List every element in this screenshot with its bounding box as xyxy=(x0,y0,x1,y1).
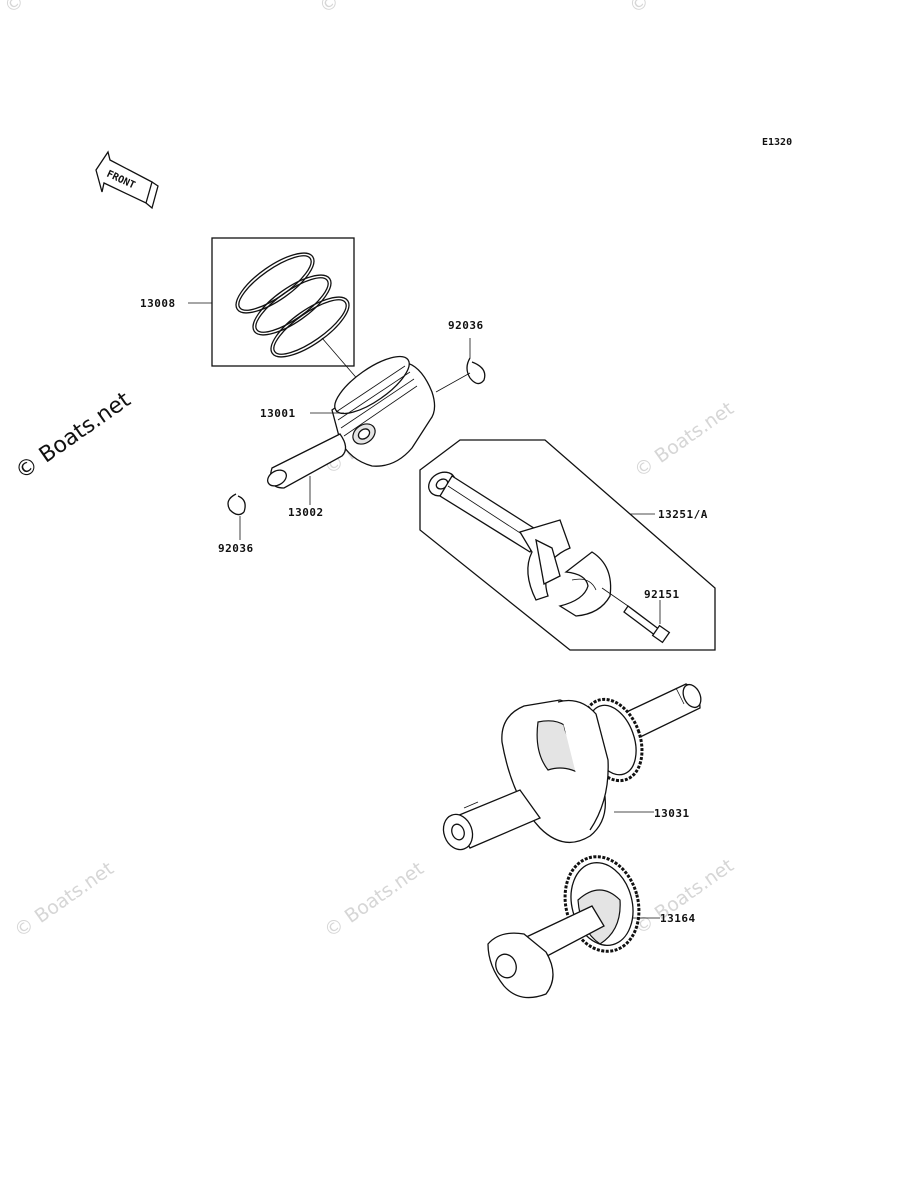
snap-ring-lower xyxy=(227,493,246,540)
part-label-13031: 13031 xyxy=(654,807,690,820)
watermark-top-2: © Boats.net xyxy=(315,0,423,18)
diagram-code: E1320 xyxy=(762,137,792,148)
part-label-13008: 13008 xyxy=(140,297,176,310)
piston-pin xyxy=(267,433,347,505)
part-label-92036-lower: 92036 xyxy=(218,542,254,555)
watermark-mid-3: © Boats.net xyxy=(630,398,738,483)
watermark-top-3: © Boats.net xyxy=(625,0,733,18)
connecting-rod-assembly xyxy=(419,439,716,651)
part-label-13001: 13001 xyxy=(260,407,296,420)
part-label-92036-upper: 92036 xyxy=(448,319,484,332)
front-arrow-icon: FRONT xyxy=(95,150,159,210)
snap-ring-upper xyxy=(466,338,486,385)
piston-ring-set xyxy=(188,237,361,383)
piston xyxy=(331,355,471,467)
watermark-low-3: © Boats.net xyxy=(630,855,738,940)
watermark-top-1: © Boats.net xyxy=(0,0,108,18)
balancer xyxy=(487,855,660,999)
watermark-low-2: © Boats.net xyxy=(320,858,428,943)
part-label-13251A: 13251/A xyxy=(658,508,708,521)
crankshaft xyxy=(442,683,702,851)
part-label-92151: 92151 xyxy=(644,588,680,601)
watermark-low-1: © Boats.net xyxy=(10,858,118,943)
watermarks: © Boats.net © Boats.net © Boats.net © Bo… xyxy=(0,0,738,942)
part-label-13164: 13164 xyxy=(660,912,696,925)
watermark-left: © Boats.net xyxy=(11,387,136,485)
part-label-13002: 13002 xyxy=(288,506,324,519)
